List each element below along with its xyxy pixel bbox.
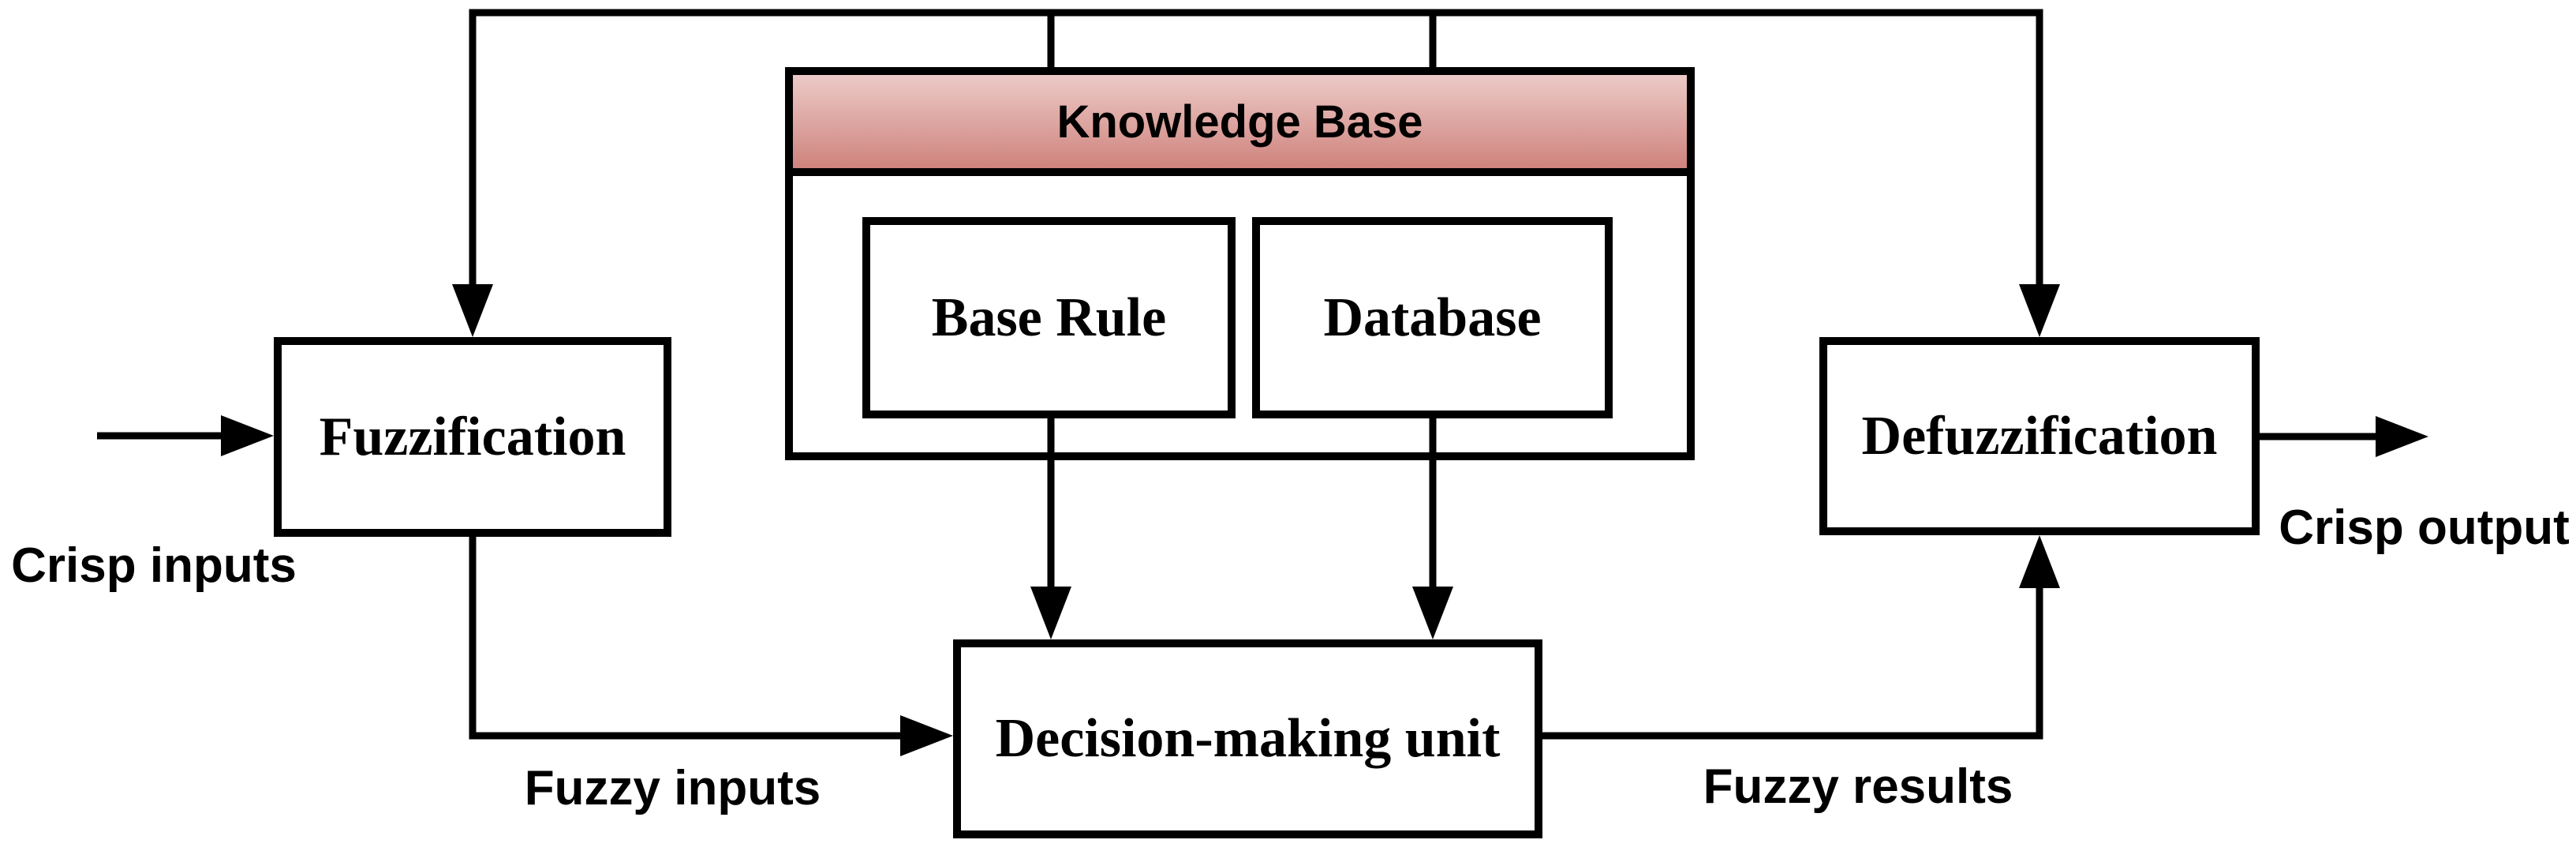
knowledge-base-label: Knowledge Base [1056, 96, 1423, 148]
decision-to-defuzzification-line [1542, 585, 2043, 740]
knowledge-base-header: Knowledge Base [785, 67, 1695, 176]
fuzzification-box: Fuzzification [274, 337, 671, 537]
fuzzification-label: Fuzzification [319, 406, 626, 467]
arrowhead-database-to-decision [1412, 587, 1453, 639]
decision-making-unit-label: Decision-making unit [995, 708, 1501, 769]
database-box: Database [1252, 217, 1613, 418]
database-label: Database [1323, 287, 1542, 348]
fuzzification-to-decision-line [469, 533, 903, 740]
base-rule-box: Base Rule [862, 217, 1236, 418]
arrowhead-into-fuzzification-top [452, 284, 493, 337]
base-rule-label: Base Rule [931, 287, 1167, 348]
crisp-output-label: Crisp output [2279, 500, 2570, 555]
defuzzification-box: Defuzzification [1819, 337, 2260, 535]
defuzzification-label: Defuzzification [1861, 405, 2218, 467]
feedback-rail-line [469, 9, 2043, 287]
arrowhead-fuzzy-inputs [900, 715, 953, 756]
arrowhead-into-defuzzification-top [2019, 284, 2060, 337]
arrowhead-base-rule-to-decision [1030, 587, 1071, 639]
fuzzy-inputs-label: Fuzzy inputs [524, 761, 821, 815]
decision-making-unit-box: Decision-making unit [953, 639, 1542, 838]
arrowhead-crisp-output [2376, 416, 2428, 457]
crisp-inputs-label: Crisp inputs [11, 538, 297, 593]
arrowhead-fuzzy-results [2019, 535, 2060, 588]
arrowhead-crisp-input [221, 415, 274, 456]
fuzzy-results-label: Fuzzy results [1703, 759, 2013, 814]
